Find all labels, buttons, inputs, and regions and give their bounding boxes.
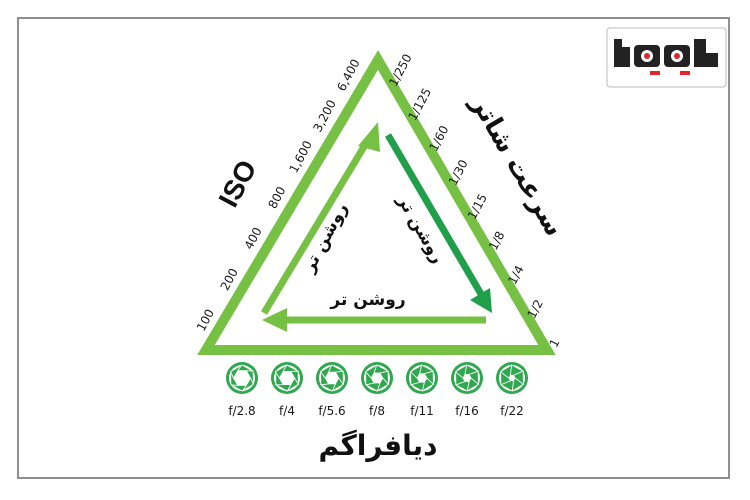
shutter-title: سرعت شاتر xyxy=(464,89,570,242)
bottom-arrow-label: روشن تر xyxy=(329,290,405,310)
aperture-icon xyxy=(226,362,258,394)
aperture-icon xyxy=(316,362,348,394)
aperture-value-label: f/2.8 xyxy=(228,404,255,418)
shutter-value-label: 1/15 xyxy=(465,191,490,221)
shutter-value-label: 1/250 xyxy=(386,52,415,89)
left-arrow xyxy=(261,122,380,315)
shutter-value-label: 1/30 xyxy=(446,157,471,187)
image-frame xyxy=(17,17,730,479)
site-logo xyxy=(606,27,727,88)
aperture-icon xyxy=(406,362,438,394)
aperture-scale: f/2.8 f/4 f/5.6 f/8 f/11 f/16 f/22 xyxy=(226,362,528,418)
aperture-icon xyxy=(451,362,483,394)
aperture-icon xyxy=(271,362,303,394)
bottom-arrow xyxy=(262,308,486,332)
aperture-value-label: f/5.6 xyxy=(318,404,345,418)
aperture-icon xyxy=(496,362,528,394)
shutter-value-label: 1/60 xyxy=(426,123,451,153)
aperture-value-label: f/8 xyxy=(369,404,385,418)
aperture-value-label: f/4 xyxy=(279,404,295,418)
aperture-value-label: f/11 xyxy=(410,404,434,418)
iso-title: ISO xyxy=(213,155,263,212)
aperture-icon xyxy=(361,362,393,394)
aperture-value-label: f/22 xyxy=(500,404,524,418)
right-arrow xyxy=(384,133,492,313)
shutter-value-label: 1/125 xyxy=(405,86,434,123)
camera-logo-icon xyxy=(614,39,718,75)
aperture-title: دیافراگم xyxy=(319,429,438,462)
outer-triangle xyxy=(197,50,556,355)
aperture-value-label: f/16 xyxy=(455,404,479,418)
